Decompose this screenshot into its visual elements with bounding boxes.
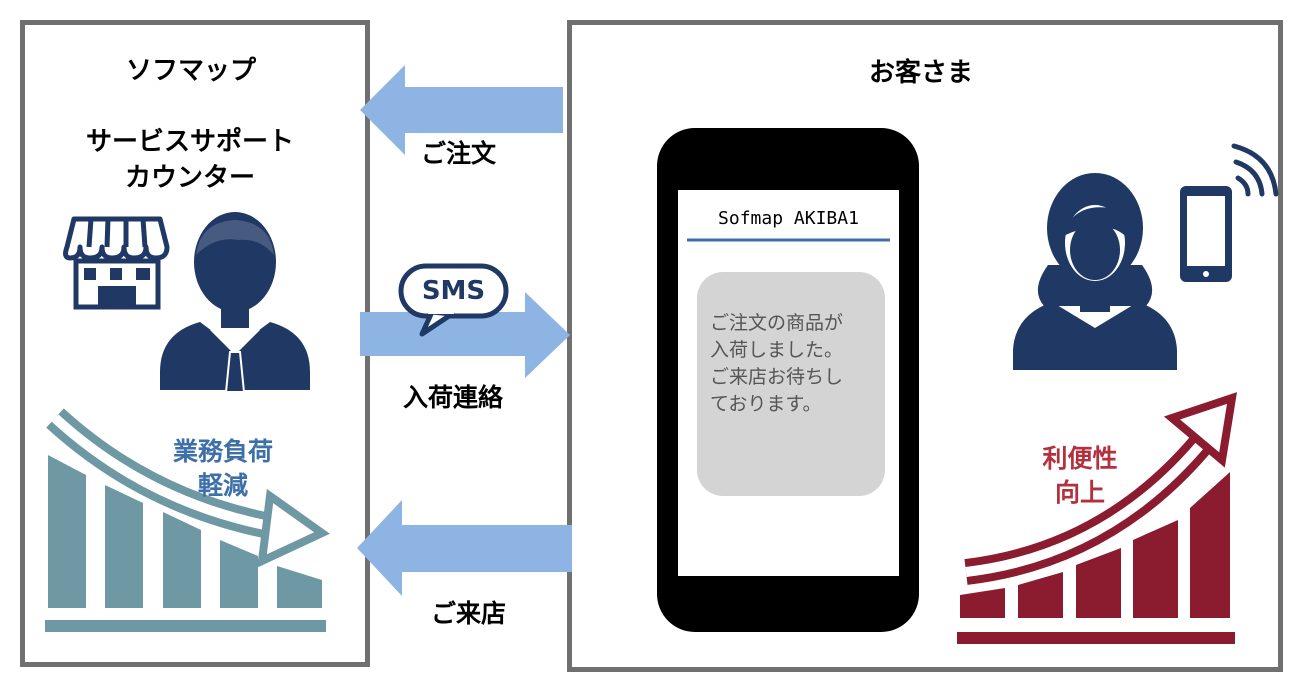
visit-arrow [357, 500, 572, 596]
contact-label: 入荷連絡 [403, 383, 504, 412]
workload-decline-chart-icon [45, 455, 326, 632]
support-counter-line2: カウンター [124, 163, 255, 193]
workload-reduction-line1: 業務負荷 [172, 437, 273, 466]
smartphone-frame [657, 128, 919, 632]
store-icon [63, 216, 170, 310]
convenience-rise-chart-icon [957, 472, 1235, 644]
phone-header: Sofmap AKIBA1 [718, 208, 859, 229]
support-counter-label: サービスサポート カウンター [60, 124, 320, 196]
convenience-rise-arrow-icon [964, 392, 1238, 585]
customer-title: お客さま [869, 58, 974, 88]
signal-wave-icon [1231, 143, 1279, 197]
mobile-phone-icon [1180, 186, 1232, 282]
sms-message-line2: 入荷しました。 [710, 339, 844, 361]
sms-message-line4: ております。 [710, 393, 822, 415]
sms-badge-label: SMS [421, 276, 486, 306]
staff-person-icon [160, 212, 310, 393]
convenience-line1: 利便性 [1042, 444, 1118, 473]
workload-decline-arrow-icon [46, 408, 330, 568]
convenience-label: 利便性 向上 [1020, 442, 1140, 510]
order-label: ご注文 [421, 139, 497, 168]
workload-reduction-line2: 軽減 [197, 471, 248, 500]
order-arrow [360, 65, 563, 155]
sms-message: ご注文の商品が 入荷しました。 ご来店お待ちし ております。 [710, 310, 843, 418]
customer-person-icon [1013, 173, 1177, 370]
store-title: ソフマップ [126, 56, 257, 86]
sms-bubble-icon [398, 263, 509, 337]
convenience-line2: 向上 [1054, 478, 1105, 507]
visit-label: ご来店 [431, 599, 507, 628]
sms-message-line3: ご来店お待ちし [710, 366, 844, 388]
workload-reduction-label: 業務負荷 軽減 [158, 435, 288, 503]
sms-message-line1: ご注文の商品が [710, 312, 844, 334]
support-counter-line1: サービスサポート [85, 127, 294, 157]
